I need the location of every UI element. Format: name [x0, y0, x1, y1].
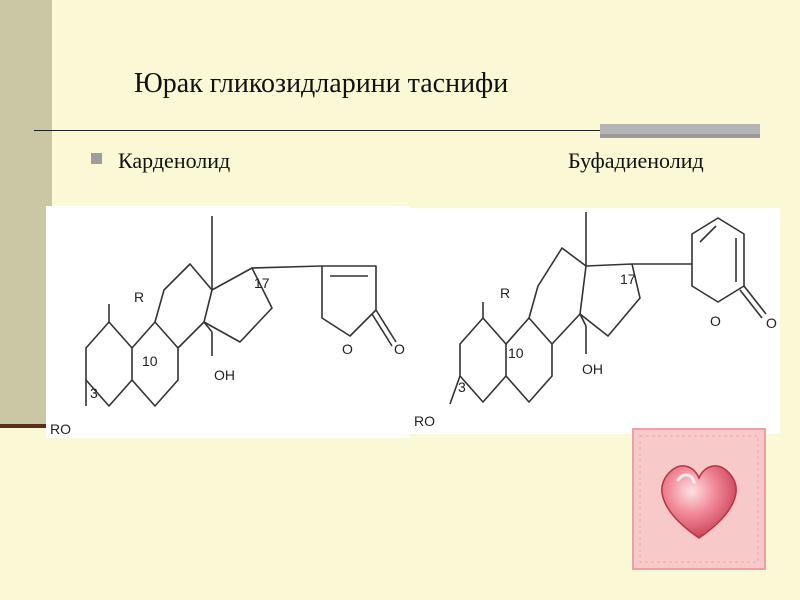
heart-icon	[639, 435, 759, 563]
cardenolide-ring-o-label: O	[342, 341, 353, 357]
left-decor-bar	[0, 0, 52, 428]
bufadienolide-carbonyl-o-label: O	[766, 315, 777, 331]
cardenolide-c3-label: 3	[90, 385, 98, 401]
cardenolide-c10-label: 10	[142, 353, 158, 369]
cardenolide-structure-drawing: R 10 3 17 RO OH O O	[50, 216, 405, 437]
slide-title: Юрак гликозидларини таснифи	[134, 68, 509, 99]
cardenolide-r-label: R	[134, 289, 144, 305]
bufadienolide-oh-label: OH	[582, 361, 603, 377]
bufadienolide-ro-label: RO	[414, 413, 435, 429]
cardenolide-oh-label: OH	[214, 367, 235, 383]
category-label-bufadienolide: Буфадиенолид	[568, 148, 704, 173]
bufadienolide-structure-drawing: R 10 3 17 RO OH O O	[414, 212, 777, 429]
bufadienolide-r-label: R	[500, 285, 510, 301]
bufadienolide-c3-label: 3	[458, 379, 466, 395]
cardenolide-structure: R 10 3 17 RO OH O O	[46, 206, 410, 438]
cardenolide-ro-label: RO	[50, 421, 71, 437]
left-decor-bar-shadow	[0, 424, 52, 428]
heart-decoration	[632, 428, 766, 570]
bufadienolide-c10-label: 10	[508, 345, 524, 361]
bufadienolide-ring-o-label: O	[710, 313, 721, 329]
category-label-cardenolide: Карденолид	[118, 148, 231, 173]
cardenolide-c17-label: 17	[254, 275, 270, 291]
title-accent-bar	[600, 124, 760, 138]
square-bullet-icon	[91, 153, 102, 164]
bufadienolide-c17-label: 17	[620, 271, 636, 287]
cardenolide-carbonyl-o-label: O	[394, 341, 405, 357]
title-divider	[34, 130, 754, 131]
bufadienolide-structure: R 10 3 17 RO OH O O	[410, 208, 780, 434]
